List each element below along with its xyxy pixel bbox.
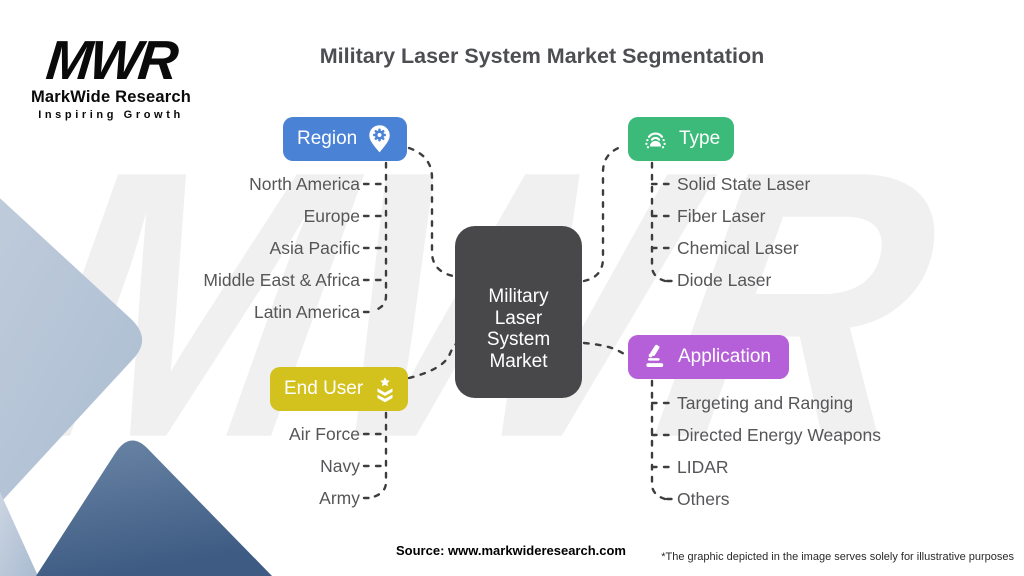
branch-pill-application: Application: [628, 335, 789, 379]
list-item-type: Chemical Laser: [677, 238, 799, 258]
type-item-list: Solid State Laser Fiber Laser Chemical L…: [677, 168, 810, 296]
branch-label-end-user: End User: [284, 378, 364, 399]
center-node: Military Laser System Market: [455, 226, 582, 398]
branch-pill-region: Region: [283, 117, 407, 161]
list-item-region: North America: [249, 174, 360, 194]
logo-tagline: Inspiring Growth: [38, 109, 184, 121]
branch-pill-type: Type: [628, 117, 734, 161]
branch-label-type: Type: [679, 128, 721, 149]
branch-pill-end-user: End User: [270, 367, 408, 411]
broadcast-signal-icon: [642, 126, 669, 153]
connector-application-to-center: [582, 341, 628, 357]
center-line: Military: [488, 286, 549, 307]
connector-region-stubs: [362, 182, 388, 314]
list-item-application: Directed Energy Weapons: [677, 425, 881, 445]
list-item-type: Diode Laser: [677, 270, 772, 290]
military-rank-icon: [373, 376, 397, 403]
center-line: System: [486, 329, 551, 350]
decorative-shapes: [0, 198, 272, 576]
deco-dark-mountain: [36, 440, 272, 576]
microscope-icon: [642, 344, 668, 370]
connector-enduser-to-center: [407, 342, 458, 380]
branch-label-application: Application: [678, 346, 771, 367]
connector-type-to-center: [582, 144, 626, 283]
list-item-type: Fiber Laser: [677, 206, 766, 226]
list-item-type: Solid State Laser: [677, 174, 811, 194]
logo-acronym: MWR: [43, 29, 179, 91]
center-line: Laser: [494, 307, 543, 329]
list-item-end-user: Air Force: [289, 424, 360, 444]
disclaimer-text: *The graphic depicted in the image serve…: [661, 551, 1014, 563]
page-title: Military Laser System Market Segmentatio…: [319, 44, 765, 68]
list-item-end-user: Navy: [320, 456, 360, 476]
list-item-region: Middle East & Africa: [203, 270, 360, 290]
connector-region-spine: [371, 161, 388, 313]
connector-type-spine: [650, 161, 667, 283]
list-item-application: Others: [677, 489, 730, 509]
connector-enduser-spine: [371, 411, 388, 499]
deco-light-sliver: [0, 492, 38, 576]
list-item-region: Latin America: [253, 302, 360, 322]
deco-light-diamond: [0, 198, 142, 504]
branch-label-region: Region: [297, 128, 358, 149]
list-item-region: Europe: [303, 206, 360, 226]
connector-region-to-center: [407, 146, 455, 278]
logo-name: MarkWide Research: [30, 88, 192, 106]
connector-application-spine: [650, 379, 667, 501]
brand-logo: MWR MarkWide Research Inspiring Growth: [26, 29, 196, 121]
center-line: Market: [489, 350, 548, 372]
connector-enduser-stubs: [362, 432, 388, 500]
region-item-list: North America Europe Asia Pacific Middle…: [203, 168, 360, 328]
end-user-item-list: Air Force Navy Army: [289, 418, 360, 514]
connector-type-stubs: [650, 182, 674, 283]
center-node-label: Military Laser System Market: [487, 286, 550, 372]
connector-application-stubs: [650, 401, 674, 501]
map-pin-gear-icon: [367, 124, 392, 154]
list-item-end-user: Army: [319, 488, 360, 508]
list-item-application: Targeting and Ranging: [677, 393, 854, 413]
application-item-list: Targeting and Ranging Directed Energy We…: [677, 387, 881, 515]
list-item-region: Asia Pacific: [269, 238, 360, 258]
source-text: Source: www.markwideresearch.com: [395, 543, 627, 558]
list-item-application: LIDAR: [677, 457, 729, 477]
